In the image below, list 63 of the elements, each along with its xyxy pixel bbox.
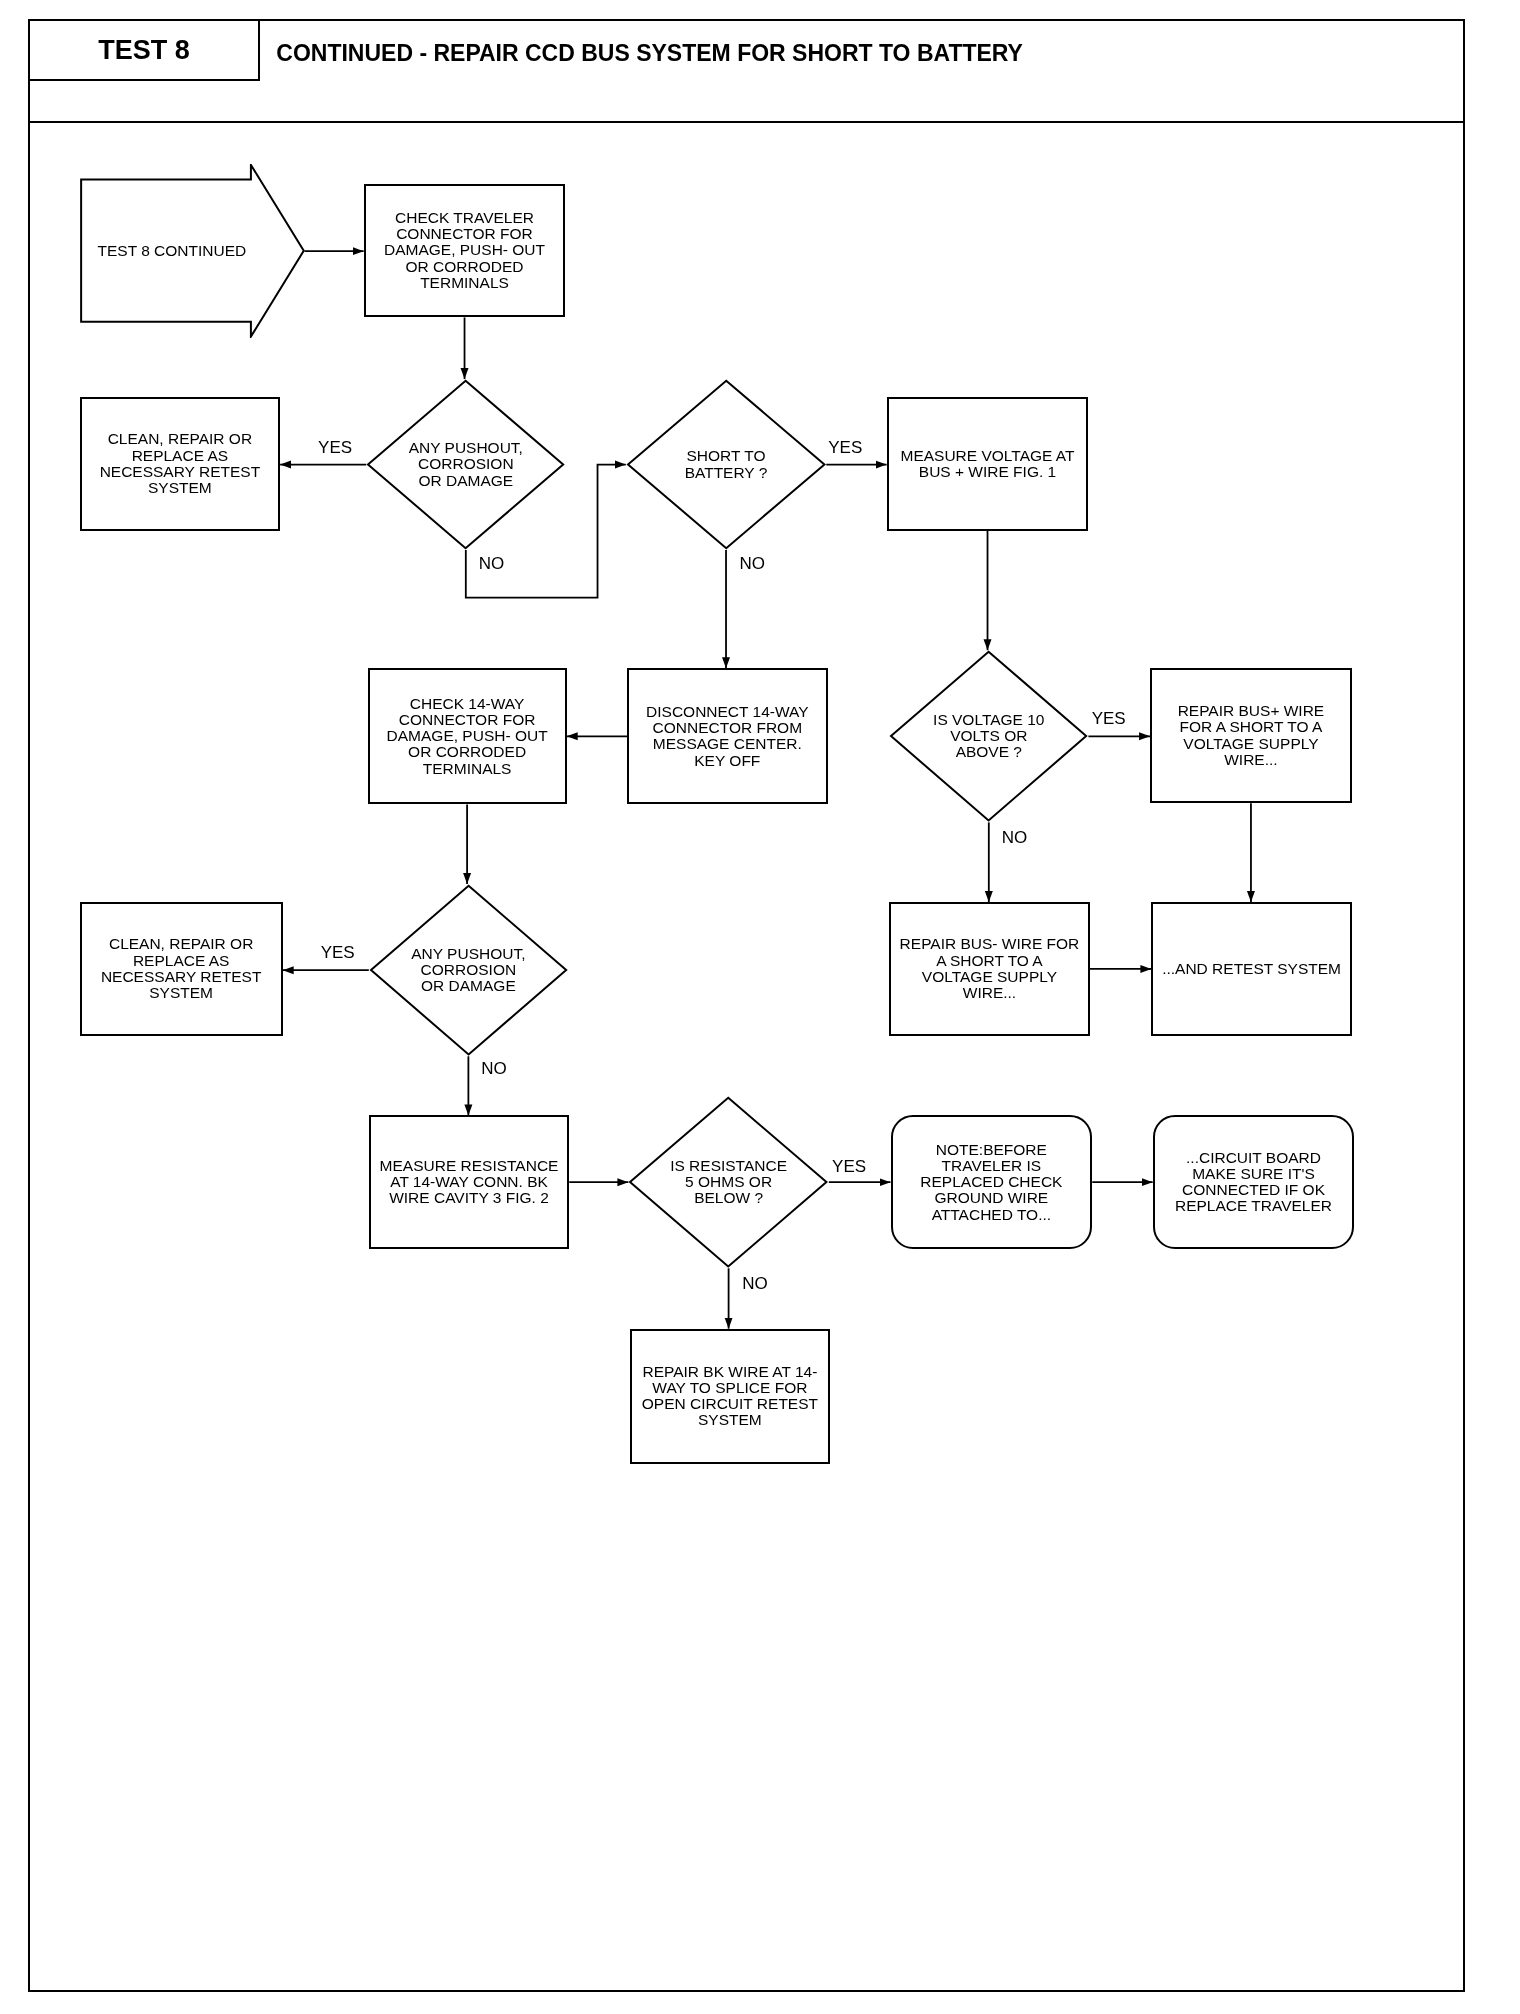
decision-diamond: [368, 884, 568, 1057]
node-text: CHECK TRAVELER CONNECTOR FOR DAMAGE, PUSH- OUT OR CORRODED TERMINALS: [382, 209, 546, 292]
process-box: [629, 1328, 831, 1464]
decision-diamond: [625, 379, 827, 550]
process-box: [886, 397, 1089, 531]
connector-arrow: [463, 803, 472, 885]
process-box: [1150, 668, 1352, 804]
connector-arrow: [565, 732, 628, 741]
process-box: [368, 1115, 570, 1249]
node-text: CLEAN, REPAIR OR REPLACE AS NECESSARY RETEST SYSTEM: [98, 431, 262, 497]
node-text: CHECK 14-WAY CONNECTOR FOR DAMAGE, PUSH- OUT OR CORRODED TERMINALS: [385, 695, 549, 777]
edge-label: YES: [830, 1157, 869, 1175]
node-text: REPAIR BUS+ WIRE FOR A SHORT TO A VOLTAGE SUPPLY WIRE...: [1176, 703, 1326, 769]
process-box: [889, 902, 1090, 1036]
process-box: [79, 902, 283, 1036]
process-box: [363, 183, 566, 318]
node-text: ANY PUSHOUT, CORROSION OR DAMAGE: [410, 945, 527, 995]
connector-arrow: [1088, 964, 1153, 973]
node-text: NOTE:BEFORE TRAVELER IS REPLACED CHECK GROUND WIRE ATTACHED TO...: [919, 1141, 1064, 1223]
node-text: MEASURE RESISTANCE AT 14-WAY CONN. BK WIRE CAVITY 3 FIG. 2: [378, 1157, 560, 1207]
node-text: ...AND RETEST SYSTEM: [1162, 960, 1341, 977]
node-text: IS VOLTAGE 10 VOLTS OR ABOVE ?: [932, 711, 1046, 761]
process-box: [367, 668, 567, 805]
edge-label: NO: [737, 554, 768, 572]
test-number: TEST 8: [28, 19, 260, 81]
node-text: MEASURE VOLTAGE AT BUS + WIRE FIG. 1: [899, 447, 1076, 481]
connector-arrow: [303, 247, 365, 256]
connector-arrow: [984, 821, 993, 903]
connector-arrow: [1087, 732, 1151, 741]
connector-arrow: [724, 1267, 733, 1330]
connector-arrow: [568, 1178, 630, 1187]
connector-arrow: [279, 460, 368, 469]
title: CONTINUED - REPAIR CCD BUS SYSTEM FOR SHORT TO BATTERY: [276, 38, 1023, 68]
connector-arrow: [983, 529, 992, 652]
node-text: IS RESISTANCE 5 OHMS OR BELOW ?: [669, 1157, 788, 1207]
note-box: [890, 1115, 1093, 1249]
connector-arrow: [464, 1055, 473, 1117]
connector-arrow: [281, 966, 370, 975]
connector-arrow: [722, 549, 731, 670]
node-text: DISCONNECT 14-WAY CONNECTOR FROM MESSAGE CENTER. KEY OFF: [645, 703, 810, 769]
node-text: ANY PUSHOUT, CORROSION OR DAMAGE: [407, 440, 524, 489]
connector-arrow: [825, 460, 888, 469]
process-box: [1151, 902, 1352, 1036]
decision-diamond: [889, 650, 1089, 823]
entry-pentagon: [79, 164, 305, 338]
edge-label: NO: [740, 1274, 770, 1292]
edge-label: NO: [479, 1059, 509, 1077]
node-text: CLEAN, REPAIR OR REPLACE AS NECESSARY RETEST SYSTEM: [99, 936, 263, 1002]
connector-arrow: [460, 316, 469, 380]
connector-arrow: [1091, 1178, 1154, 1187]
connector-arrow: [1246, 802, 1255, 903]
node-text: ...CIRCUIT BOARD MAKE SURE IT'S CONNECTED IF OK REPLACE TRAVELER: [1173, 1149, 1334, 1215]
node-text: SHORT TO BATTERY ?: [683, 448, 769, 481]
node-text: REPAIR BUS- WIRE FOR A SHORT TO A VOLTAGE SUPPLY WIRE...: [899, 936, 1080, 1002]
process-box: [627, 668, 828, 805]
decision-diamond: [628, 1096, 829, 1269]
process-box: [79, 397, 281, 531]
connector-arrow: [827, 1178, 892, 1187]
note-box: [1152, 1115, 1355, 1249]
node-text: REPAIR BK WIRE AT 14-WAY TO SPLICE FOR OPEN CIRCUIT RETEST SYSTEM: [640, 1363, 819, 1429]
node-text: TEST 8 CONTINUED: [97, 243, 247, 260]
decision-diamond: [366, 379, 566, 550]
connector-arrow: [464, 460, 627, 599]
